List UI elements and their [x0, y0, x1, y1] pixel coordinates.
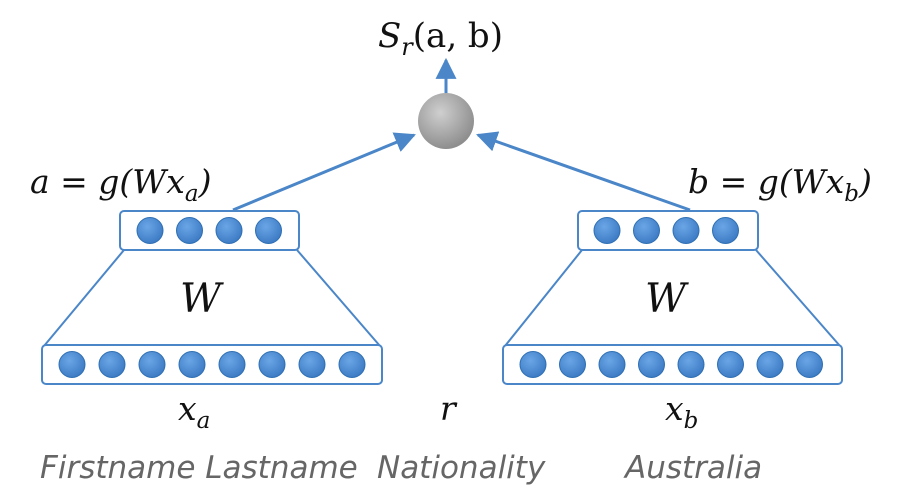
input-unit: [638, 351, 665, 378]
right-weight-label: W: [645, 276, 689, 322]
left-entity-caption: Firstname Lastname: [40, 450, 358, 486]
input-unit: [519, 351, 547, 378]
input-unit: [559, 351, 586, 378]
hidden-unit: [672, 217, 700, 244]
right-input-subscript: b: [684, 408, 699, 434]
hidden-unit: [176, 217, 203, 244]
left-trapezoid-edge-left: [43, 249, 125, 347]
right-input-units: [519, 351, 823, 378]
left-to-node-arrow: [232, 132, 416, 212]
hidden-unit: [712, 217, 739, 244]
score-output-label: Sr(a, b): [378, 16, 503, 61]
right-hidden-layer: [577, 210, 759, 251]
relation-label: r: [440, 389, 458, 428]
left-input-subscript: a: [197, 408, 211, 434]
left-hidden-layer: [119, 210, 300, 251]
input-unit: [98, 351, 126, 378]
right-entity-caption: Australia: [623, 450, 762, 486]
right-trapezoid-edge-left: [504, 249, 583, 347]
input-unit: [178, 351, 206, 378]
hidden-unit: [633, 217, 660, 244]
left-hidden-units: [136, 217, 282, 244]
input-unit: [598, 351, 626, 378]
input-unit: [298, 351, 326, 378]
input-unit: [796, 351, 823, 378]
hidden-unit: [593, 217, 621, 244]
input-unit: [138, 351, 166, 378]
input-unit: [677, 351, 705, 378]
right-input-layer: [502, 344, 843, 385]
right-trapezoid-edge-right: [755, 249, 841, 347]
left-trapezoid-edge-right: [296, 249, 381, 347]
hidden-unit: [255, 217, 282, 244]
input-unit: [756, 351, 784, 378]
score-node: [418, 93, 474, 149]
right-equation: b = g(Wxb): [688, 162, 872, 207]
input-unit: [218, 351, 246, 378]
right-to-node-arrow: [476, 131, 691, 212]
left-weight-label: W: [180, 276, 224, 322]
input-unit: [258, 351, 286, 378]
right-input-label: xb: [665, 389, 698, 434]
score-symbol: S: [378, 16, 401, 56]
left-input-units: [58, 351, 366, 378]
hidden-unit: [215, 217, 243, 244]
score-subscript: r: [401, 33, 414, 61]
hidden-unit: [136, 217, 164, 244]
left-equation-subscript: a: [185, 181, 199, 207]
input-unit: [717, 351, 744, 378]
relation-caption: Nationality: [377, 450, 546, 486]
right-equation-subscript: b: [844, 181, 859, 207]
input-unit: [58, 351, 86, 378]
left-input-layer: [41, 344, 383, 385]
left-equation: a = g(Wxa): [30, 162, 211, 207]
input-unit: [338, 351, 366, 378]
score-args: (a, b): [413, 16, 503, 56]
left-input-label: xa: [178, 389, 210, 434]
right-hidden-units: [593, 217, 739, 244]
